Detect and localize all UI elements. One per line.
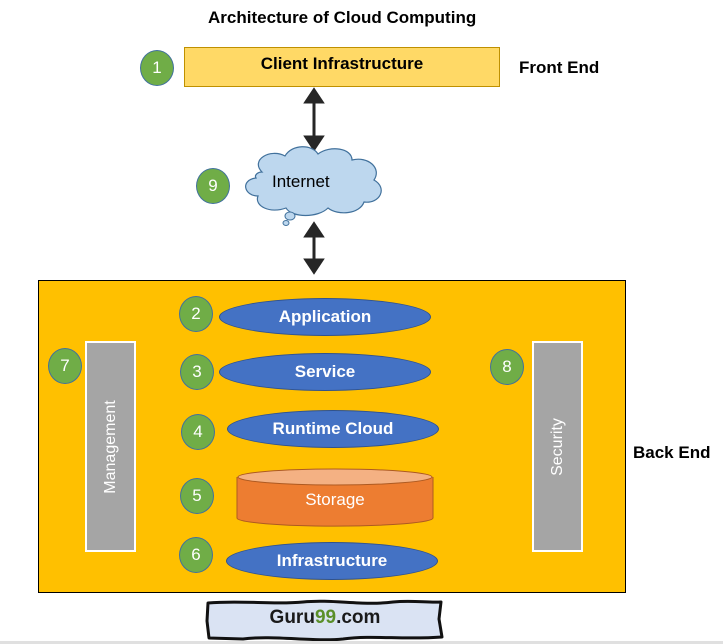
cloud-icon — [245, 146, 382, 226]
client-infrastructure-box: Client Infrastructure — [184, 47, 500, 87]
badge-client: 1 — [140, 50, 174, 86]
watermark-highlight: 99 — [314, 607, 337, 628]
watermark-frame — [205, 599, 444, 642]
arrow-internet-backend — [303, 221, 325, 275]
badge-storage: 5 — [180, 478, 214, 514]
badge-management: 7 — [48, 348, 82, 384]
management-bar: Management — [85, 341, 136, 552]
badge-internet: 9 — [196, 168, 230, 204]
layer-application: Application — [219, 298, 431, 336]
internet-label: Internet — [272, 172, 330, 191]
bottom-divider — [0, 641, 723, 644]
layer-runtime-cloud: Runtime Cloud — [227, 410, 439, 448]
front-end-label: Front End — [519, 58, 600, 77]
arrow-client-internet — [303, 87, 325, 152]
badge-security: 8 — [490, 349, 524, 385]
badge-infrastructure: 6 — [179, 537, 213, 573]
watermark-text: Guru99.com — [206, 607, 444, 629]
layer-service: Service — [219, 353, 431, 391]
layer-infrastructure: Infrastructure — [226, 542, 438, 580]
back-end-label: Back End — [633, 443, 711, 462]
watermark-prefix: Guru — [269, 607, 315, 628]
storage-cylinder-icon — [236, 468, 434, 527]
security-bar: Security — [532, 341, 583, 552]
badge-runtime-cloud: 4 — [181, 414, 215, 450]
layer-storage: Storage — [305, 490, 365, 509]
management-label: Management — [101, 399, 119, 494]
badge-application: 2 — [179, 296, 213, 332]
badge-service: 3 — [180, 354, 214, 390]
watermark-suffix: .com — [336, 607, 381, 628]
security-label: Security — [548, 417, 566, 476]
